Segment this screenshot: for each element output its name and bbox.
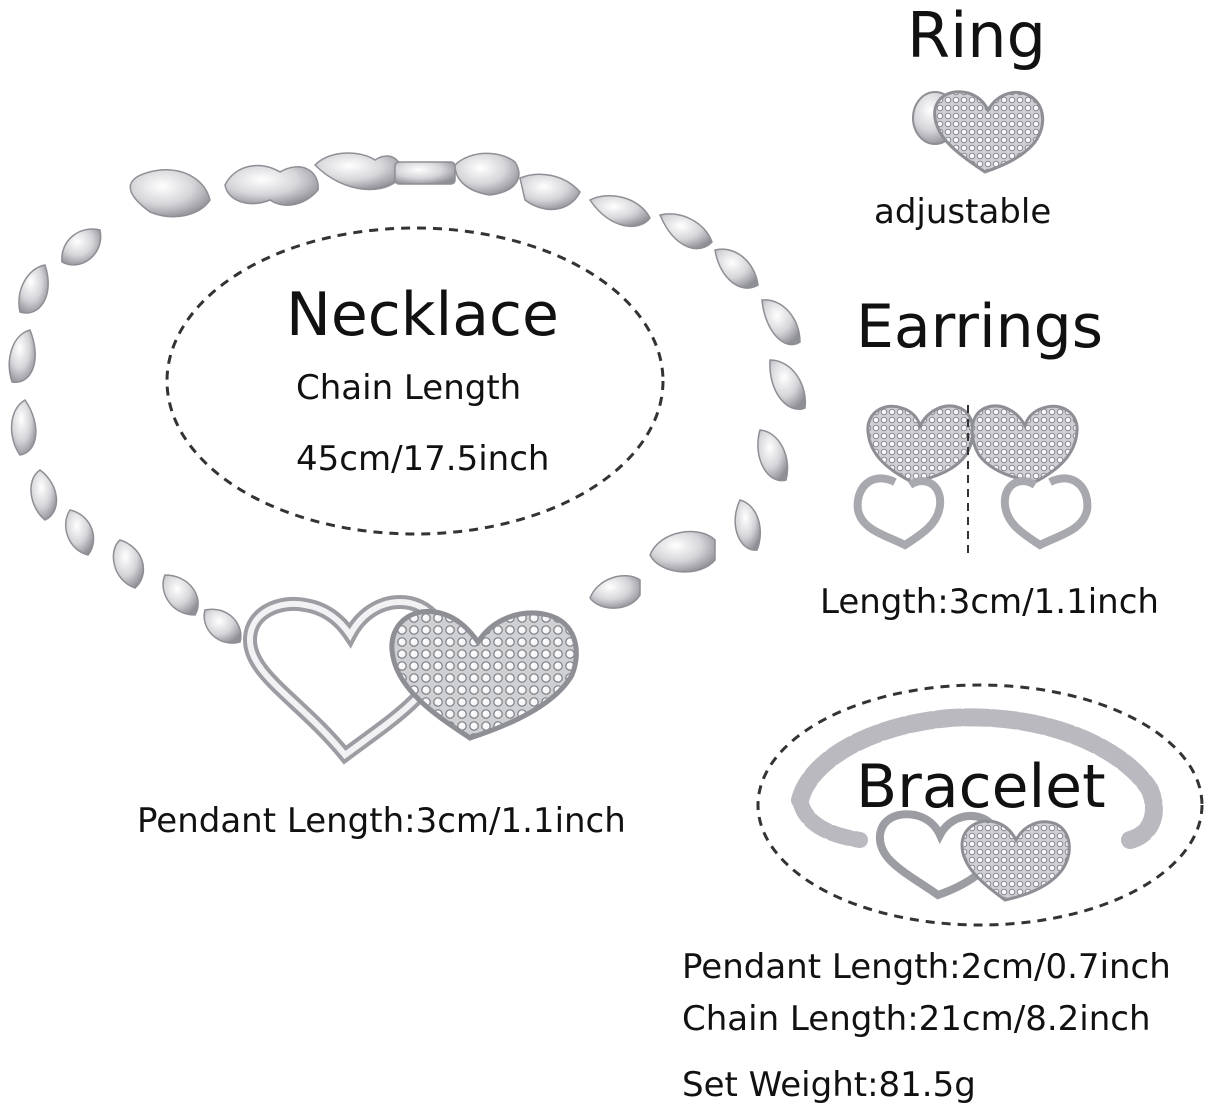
necklace-chain-value: 45cm/17.5inch xyxy=(296,439,550,479)
necklace-pendant-length: Pendant Length:3cm/1.1inch xyxy=(137,801,626,841)
ring-title: Ring xyxy=(907,0,1046,72)
ring-note: adjustable xyxy=(874,192,1052,232)
bracelet-chain-length: Chain Length:21cm/8.2inch xyxy=(682,999,1151,1039)
earrings-title: Earrings xyxy=(856,292,1104,362)
necklace-chain-label: Chain Length xyxy=(296,368,522,408)
earrings-image xyxy=(853,404,1092,555)
bracelet-title: Bracelet xyxy=(856,752,1106,822)
necklace-title: Necklace xyxy=(286,280,559,350)
necklace-chain xyxy=(8,152,807,644)
bracelet-pendant-length: Pendant Length:2cm/0.7inch xyxy=(682,947,1171,987)
set-weight: Set Weight:81.5g xyxy=(682,1065,976,1105)
earrings-length: Length:3cm/1.1inch xyxy=(820,582,1159,622)
bracelet-image xyxy=(791,708,1163,902)
ring-image xyxy=(912,90,1045,174)
necklace-pendant xyxy=(242,595,579,765)
necklace-dashed-oval xyxy=(165,226,665,536)
bracelet-dashed-oval xyxy=(756,683,1204,927)
